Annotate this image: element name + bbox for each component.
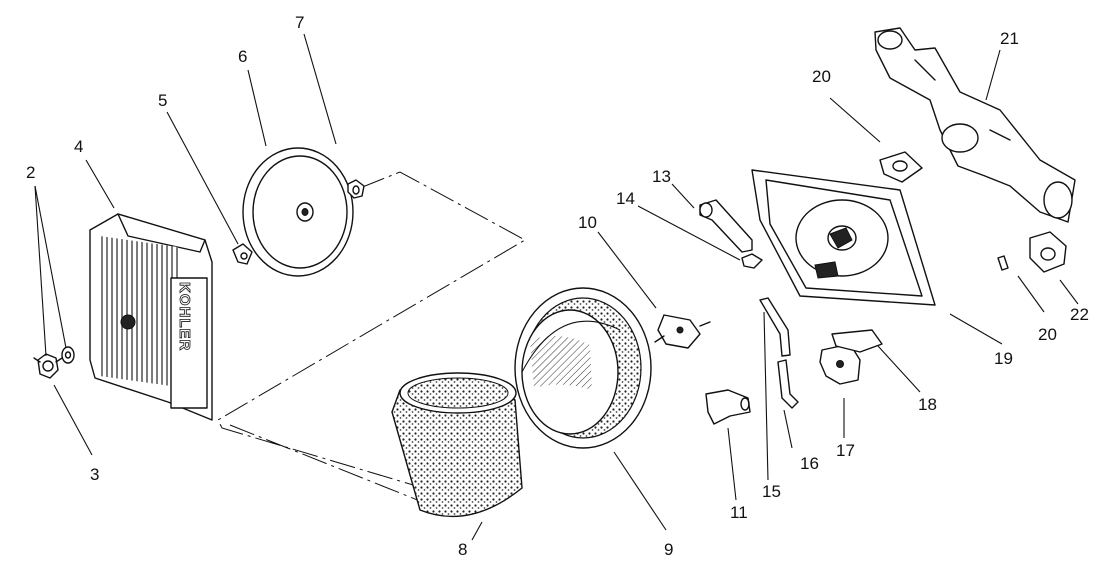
callout-18: 18	[918, 395, 937, 414]
part-lid	[242, 147, 354, 277]
callout-13: 13	[652, 167, 671, 186]
leader-lines	[34, 33, 1079, 541]
callout-8: 8	[458, 540, 467, 559]
callout-21: 21	[1000, 29, 1019, 48]
callout-6: 6	[238, 47, 247, 66]
part-gasket	[879, 151, 923, 183]
part-support-bracket	[831, 329, 883, 353]
callout-5: 5	[158, 91, 167, 110]
part-cover: KOHLER	[89, 213, 213, 421]
part-clamp	[741, 253, 763, 269]
callout-2: 2	[26, 163, 35, 182]
callout-16: 16	[800, 454, 819, 473]
callout-20-upper: 20	[812, 67, 831, 86]
callout-19: 19	[994, 349, 1013, 368]
callout-14: 14	[616, 189, 635, 208]
part-air-filter-element	[514, 287, 652, 449]
callout-3: 3	[90, 465, 99, 484]
part-intake-elbow	[874, 27, 1076, 223]
part-wing-nut	[33, 353, 63, 379]
assembly-centerline	[217, 171, 527, 506]
callout-15: 15	[762, 482, 781, 501]
part-elbow	[705, 389, 751, 425]
callout-22: 22	[1070, 305, 1089, 324]
callout-7: 7	[295, 13, 304, 32]
callout-17: 17	[836, 441, 855, 460]
cover-brand-mark: KOHLER	[176, 282, 193, 351]
part-precleaner	[391, 372, 523, 518]
callout-11: 11	[730, 503, 748, 522]
part-washer	[61, 346, 75, 364]
part-bracket	[654, 314, 711, 349]
part-flange	[1029, 231, 1067, 273]
callout-10: 10	[578, 213, 597, 232]
part-nut	[347, 179, 365, 199]
part-stud	[997, 255, 1009, 271]
part-base-plate	[751, 169, 936, 306]
callout-9: 9	[664, 540, 673, 559]
callout-4: 4	[74, 137, 83, 156]
part-breather-hose	[699, 199, 753, 253]
callout-20-lower: 20	[1038, 325, 1057, 344]
part-tube	[759, 297, 791, 357]
part-clip	[232, 243, 253, 265]
part-hose	[777, 359, 799, 409]
